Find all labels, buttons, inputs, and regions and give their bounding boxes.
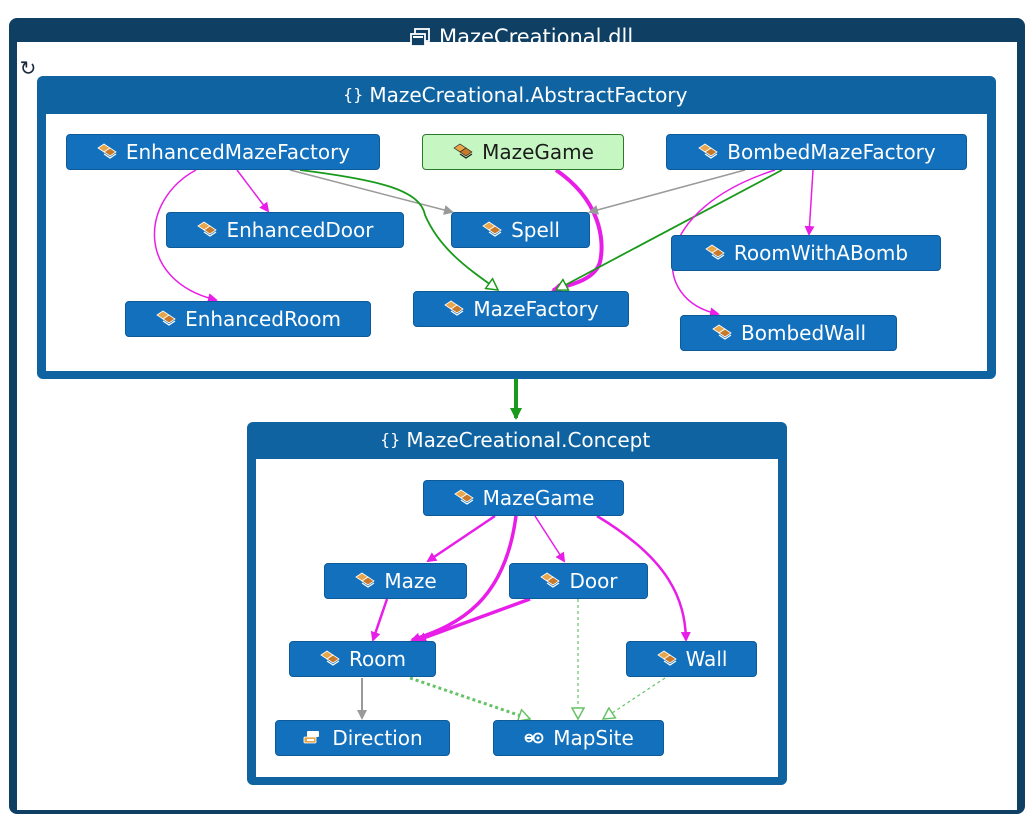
node-door[interactable]: Door — [509, 563, 648, 599]
namespace-concept-label: MazeCreational.Concept — [406, 428, 651, 452]
node-bombed-wall[interactable]: BombedWall — [680, 315, 897, 351]
edge-mazegame-maze — [426, 514, 496, 563]
node-label: EnhancedDoor — [226, 218, 374, 242]
class-icon — [197, 221, 218, 237]
class-icon — [698, 143, 718, 159]
class-icon — [97, 143, 117, 159]
node-label: MazeGame — [482, 486, 595, 510]
node-maze[interactable]: Maze — [324, 563, 467, 599]
enum-icon — [303, 731, 320, 744]
edge-room-mapsite — [409, 676, 530, 719]
node-spell[interactable]: Spell — [451, 212, 590, 248]
assembly-title[interactable]: MazeCreational.dll — [409, 27, 633, 48]
namespace-abstract-factory-title[interactable]: {} MazeCreational.AbstractFactory — [343, 85, 687, 105]
node-label: Door — [569, 569, 618, 593]
node-enhanced-maze-factory[interactable]: EnhancedMazeFactory — [66, 134, 380, 170]
node-label: Room — [349, 647, 406, 671]
class-icon — [540, 572, 561, 588]
node-label: MapSite — [553, 726, 634, 750]
node-maze-game-selected[interactable]: MazeGame — [422, 134, 624, 170]
class-icon — [656, 650, 677, 666]
node-label: EnhancedMazeFactory — [125, 140, 351, 164]
namespace-abstract-factory-label: MazeCreational.AbstractFactory — [369, 83, 688, 107]
node-label: RoomWithABomb — [733, 241, 909, 265]
edge-enhancedfactory-enhanceddoor — [236, 169, 270, 213]
assembly-icon — [410, 27, 430, 47]
edge-enhancedfactory-enhancedroom — [153, 169, 218, 303]
node-room[interactable]: Room — [289, 641, 436, 677]
node-wall[interactable]: Wall — [626, 641, 757, 677]
node-label: Spell — [511, 218, 560, 242]
node-enhanced-door[interactable]: EnhancedDoor — [166, 212, 404, 248]
refresh-icon[interactable]: ↻ — [19, 56, 37, 80]
interface-icon — [524, 732, 544, 744]
node-direction[interactable]: Direction — [275, 720, 450, 756]
node-maze-factory[interactable]: MazeFactory — [413, 291, 629, 327]
assembly-title-label: MazeCreational.dll — [439, 25, 634, 49]
node-enhanced-room[interactable]: EnhancedRoom — [125, 301, 371, 337]
class-icon — [156, 310, 176, 326]
node-room-with-a-bomb[interactable]: RoomWithABomb — [671, 235, 941, 271]
node-label: MazeGame — [482, 140, 594, 164]
namespace-braces-icon: {} — [380, 430, 401, 449]
edge-mazegame-room — [410, 515, 518, 643]
node-label: BombedMazeFactory — [727, 140, 936, 164]
class-icon — [355, 572, 376, 588]
edge-mazegame-door — [534, 515, 566, 563]
node-bombed-maze-factory[interactable]: BombedMazeFactory — [666, 134, 967, 170]
node-map-site[interactable]: MapSite — [493, 720, 664, 756]
class-icon — [320, 650, 340, 666]
node-concept-maze-game[interactable]: MazeGame — [423, 480, 624, 516]
class-icon — [444, 300, 465, 316]
edge-bombedfactory-spell — [588, 169, 746, 215]
class-icon — [712, 324, 732, 340]
edge-door-room — [416, 597, 531, 642]
node-label: BombedWall — [741, 321, 866, 345]
node-label: EnhancedRoom — [185, 307, 341, 331]
node-label: Direction — [332, 726, 423, 750]
namespace-braces-icon: {} — [343, 85, 364, 104]
edge-mazegame-mazefactory — [551, 168, 604, 293]
node-label: Maze — [384, 569, 437, 593]
node-label: Wall — [685, 647, 728, 671]
edge-bombedfactory-roomwithabomb — [804, 169, 815, 236]
edge-mazegame-wall — [596, 514, 691, 642]
edge-wall-mapsite — [603, 677, 666, 719]
edge-maze-room — [370, 598, 389, 642]
class-icon — [705, 244, 725, 260]
edge-enhancedfactory-spell — [289, 169, 454, 215]
class-icon — [453, 489, 474, 505]
class-icon — [453, 143, 473, 159]
edge-bombedfactory-mazefactory — [556, 169, 783, 290]
edge-enhancedfactory-mazefactory — [299, 169, 498, 290]
class-icon — [482, 221, 502, 237]
node-label: MazeFactory — [473, 297, 599, 321]
namespace-concept-title[interactable]: {} MazeCreational.Concept — [380, 430, 650, 450]
